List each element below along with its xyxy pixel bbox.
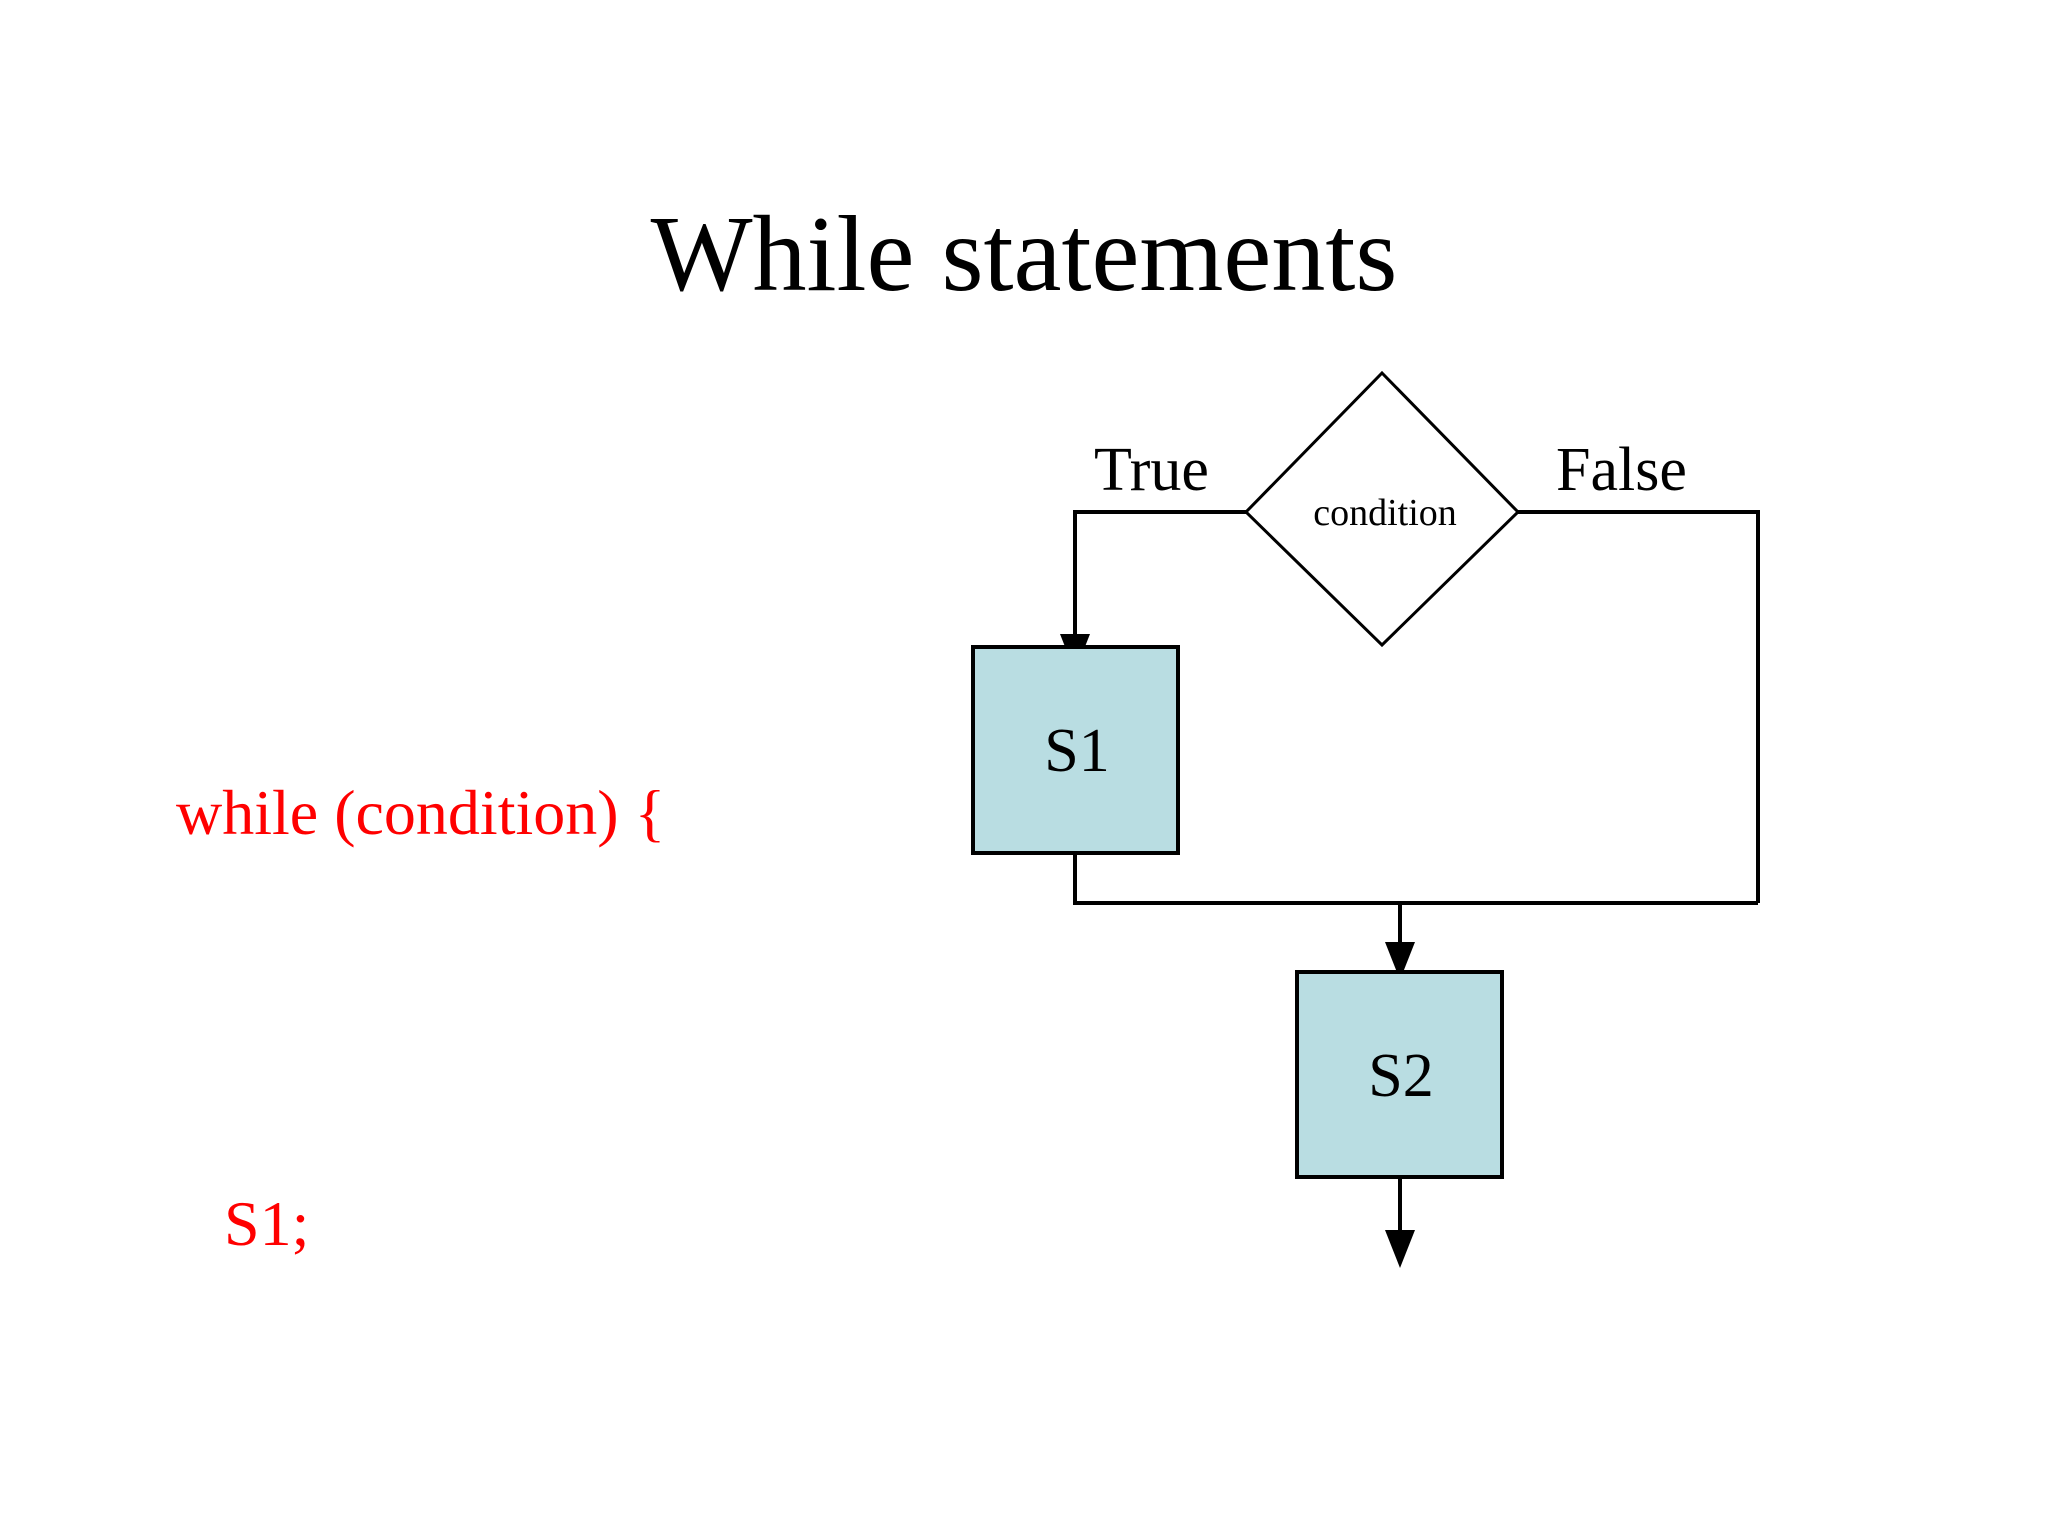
edge-true-to-s1 bbox=[1073, 510, 1246, 656]
process-box-s1[interactable] bbox=[971, 645, 1180, 855]
branch-label-false: False bbox=[1556, 436, 1687, 504]
arrowhead-s2-exit bbox=[1385, 1230, 1415, 1268]
arrowhead-merge-to-s2 bbox=[1385, 942, 1415, 980]
page-title: While statements bbox=[650, 195, 1398, 314]
edge-s1-to-merge bbox=[1073, 853, 1758, 905]
decision-diamond[interactable] bbox=[1243, 370, 1521, 648]
code-snippet: while (condition) { S1; } S2; bbox=[176, 470, 936, 1536]
edge-false-right bbox=[1518, 510, 1760, 903]
decision-label: condition bbox=[1313, 492, 1457, 534]
code-line-s1: S1; bbox=[176, 1188, 310, 1259]
branch-label-true: True bbox=[1094, 436, 1209, 504]
process-box-s1-label: S1 bbox=[1044, 717, 1109, 785]
process-box-s2-label: S2 bbox=[1368, 1042, 1433, 1110]
process-box-s2[interactable] bbox=[1295, 970, 1504, 1179]
code-line-while: while (condition) { bbox=[176, 777, 666, 848]
